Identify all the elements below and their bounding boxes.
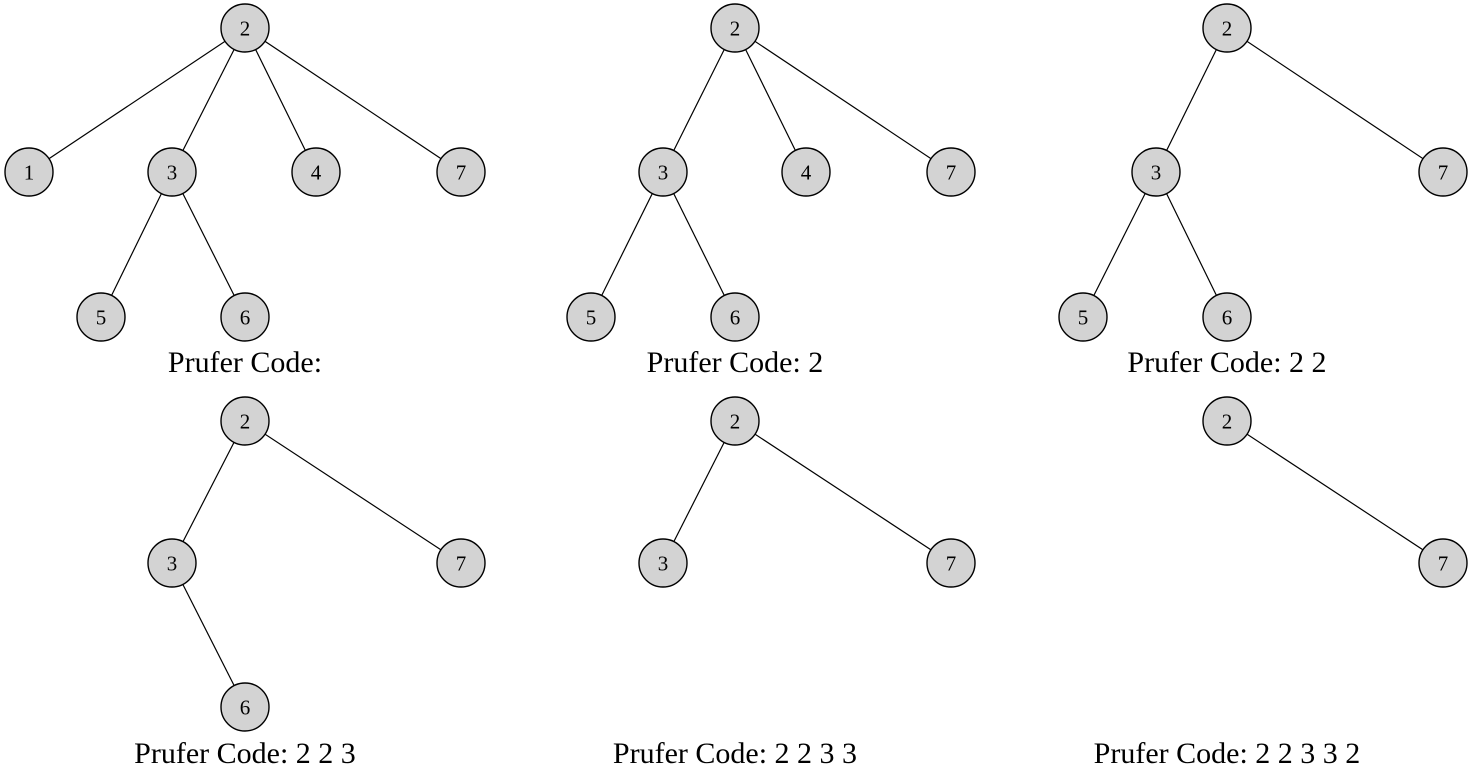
node-3 [147, 538, 197, 588]
node-label-6: 6 [1222, 305, 1233, 329]
edge-2-7 [244, 420, 462, 564]
node-label-6: 6 [730, 305, 741, 329]
node-label-6: 6 [240, 695, 251, 719]
node-label-7: 7 [946, 551, 957, 575]
prufer-code-caption: Prufer Code: 2 [647, 346, 824, 379]
node-label-4: 4 [311, 160, 322, 184]
node-label-2: 2 [1222, 16, 1233, 40]
edge-3-5 [590, 171, 664, 318]
node-label-2: 2 [1222, 409, 1233, 433]
edge-3-6 [171, 562, 246, 708]
edge-3-6 [1155, 171, 1228, 318]
node-7 [926, 147, 976, 197]
edge-2-4 [734, 27, 807, 173]
node-3 [638, 538, 688, 588]
node-7 [436, 147, 486, 197]
node-label-3: 3 [167, 160, 178, 184]
edge-2-7 [734, 27, 952, 173]
node-label-6: 6 [240, 305, 251, 329]
node-label-7: 7 [946, 160, 957, 184]
node-label-3: 3 [167, 551, 178, 575]
edge-2-3 [171, 420, 246, 564]
node-7 [926, 538, 976, 588]
edge-3-5 [100, 171, 173, 318]
node-label-5: 5 [1078, 305, 1089, 329]
node-2 [710, 3, 760, 53]
node-6 [1202, 292, 1252, 342]
node-7 [1418, 147, 1468, 197]
node-label-4: 4 [801, 160, 812, 184]
node-2 [220, 396, 270, 446]
node-label-7: 7 [1438, 160, 1449, 184]
node-label-7: 7 [1438, 551, 1449, 575]
node-2 [220, 3, 270, 53]
node-label-5: 5 [586, 305, 597, 329]
node-label-2: 2 [240, 409, 251, 433]
node-5 [566, 292, 616, 342]
node-3 [1131, 147, 1181, 197]
node-6 [710, 292, 760, 342]
prufer-code-caption: Prufer Code: 2 2 3 [134, 737, 356, 770]
edge-2-7 [734, 420, 952, 564]
edge-2-3 [1155, 27, 1228, 173]
prufer-code-caption: Prufer Code: [168, 346, 322, 379]
node-7 [436, 538, 486, 588]
edge-2-7 [1226, 420, 1444, 564]
node-2 [710, 396, 760, 446]
node-5 [76, 292, 126, 342]
node-2 [1202, 396, 1252, 446]
node-label-3: 3 [1151, 160, 1162, 184]
node-6 [220, 682, 270, 732]
node-3 [147, 147, 197, 197]
node-label-2: 2 [240, 16, 251, 40]
node-label-7: 7 [456, 160, 467, 184]
edge-3-6 [662, 171, 736, 318]
edge-3-6 [171, 171, 246, 318]
node-5 [1058, 292, 1108, 342]
node-4 [291, 147, 341, 197]
edge-2-3 [662, 27, 736, 173]
edge-2-7 [1226, 27, 1444, 173]
node-label-2: 2 [730, 16, 741, 40]
node-1 [4, 147, 54, 197]
prufer-code-caption: Prufer Code: 2 2 3 3 [613, 737, 857, 770]
node-label-7: 7 [456, 551, 467, 575]
edge-2-1 [28, 27, 246, 173]
node-label-3: 3 [658, 551, 669, 575]
edge-2-3 [662, 420, 736, 564]
node-7 [1418, 538, 1468, 588]
node-label-5: 5 [96, 305, 107, 329]
node-3 [638, 147, 688, 197]
node-label-2: 2 [730, 409, 741, 433]
prufer-code-caption: Prufer Code: 2 2 3 3 2 [1094, 737, 1361, 770]
node-4 [781, 147, 831, 197]
node-label-1: 1 [24, 160, 35, 184]
edge-2-7 [244, 27, 462, 173]
edge-2-4 [244, 27, 317, 173]
node-6 [220, 292, 270, 342]
edge-3-5 [1082, 171, 1157, 318]
edge-2-3 [171, 27, 246, 173]
node-2 [1202, 3, 1252, 53]
prufer-code-caption: Prufer Code: 2 2 [1127, 346, 1326, 379]
node-label-3: 3 [658, 160, 669, 184]
